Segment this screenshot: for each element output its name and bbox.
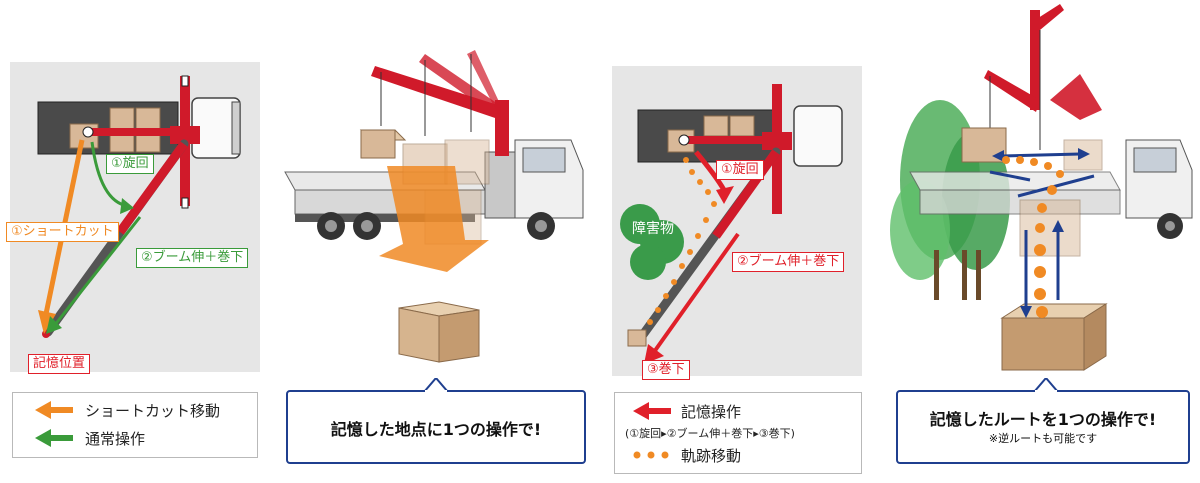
panel-shortcut-diagram: ①旋回 ①ショートカット ②ブーム伸＋巻下 記憶位置 (6, 62, 260, 374)
legend-trajectory-text: 軌跡移動 (681, 447, 742, 465)
lower-label: ③巻下 (642, 360, 690, 380)
route-illustration (890, 4, 1193, 371)
panel3-legend: 記憶操作 (①旋回▸②ブーム伸＋巻下▸③巻下) 軌跡移動 (614, 392, 862, 474)
panel4-note-text: ※逆ルートも可能です (988, 432, 1098, 445)
boom-extend-label-red: ②ブーム伸＋巻下 (732, 252, 845, 272)
swing-label: ①旋回 (106, 154, 154, 174)
panel2-callout: 記憶した地点に1つの操作で! (286, 378, 586, 464)
memory-position-label: 記憶位置 (28, 354, 91, 374)
trajectory-dots (647, 157, 717, 325)
swing-label-red: ①旋回 (716, 160, 764, 180)
truck-topview-drawing (37, 75, 241, 338)
obstacle-label: 障害物 (632, 221, 674, 237)
panel4-callout: 記憶したルートを1つの操作で! ※逆ルートも可能です (896, 378, 1190, 464)
trajectory-topview-drawing (620, 84, 843, 364)
legend-memory-op-text: 記憶操作 (681, 403, 742, 421)
callout-pointer-4 (1034, 378, 1058, 392)
panel4-callout-text: 記憶したルートを1つの操作で! (929, 410, 1157, 429)
route-arrows (989, 152, 1095, 308)
callout-pointer (424, 378, 448, 392)
shortcut-label: ①ショートカット (6, 222, 119, 242)
legend-memory-op-steps: (①旋回▸②ブーム伸＋巻下▸③巻下) (625, 427, 795, 440)
legend-normal-text: 通常操作 (85, 430, 146, 448)
panel3-legend-marks (633, 402, 671, 459)
route-dots (1002, 156, 1064, 318)
boom-extend-label: ②ブーム伸＋巻下 (136, 248, 249, 268)
crane-truck-illustration (284, 50, 584, 363)
panel-crane-truck-memory (275, 40, 595, 370)
legend-shortcut-text: ショートカット移動 (85, 402, 221, 420)
panel1-legend: ショートカット移動 通常操作 (12, 392, 258, 458)
legend-arrows (35, 401, 73, 447)
panel-route-memory (880, 0, 1200, 380)
panel-trajectory-diagram: 障害物 ①旋回 ②ブーム伸＋巻下 ③巻下 (612, 66, 862, 380)
panel2-callout-text: 記憶した地点に1つの操作で! (330, 420, 542, 439)
